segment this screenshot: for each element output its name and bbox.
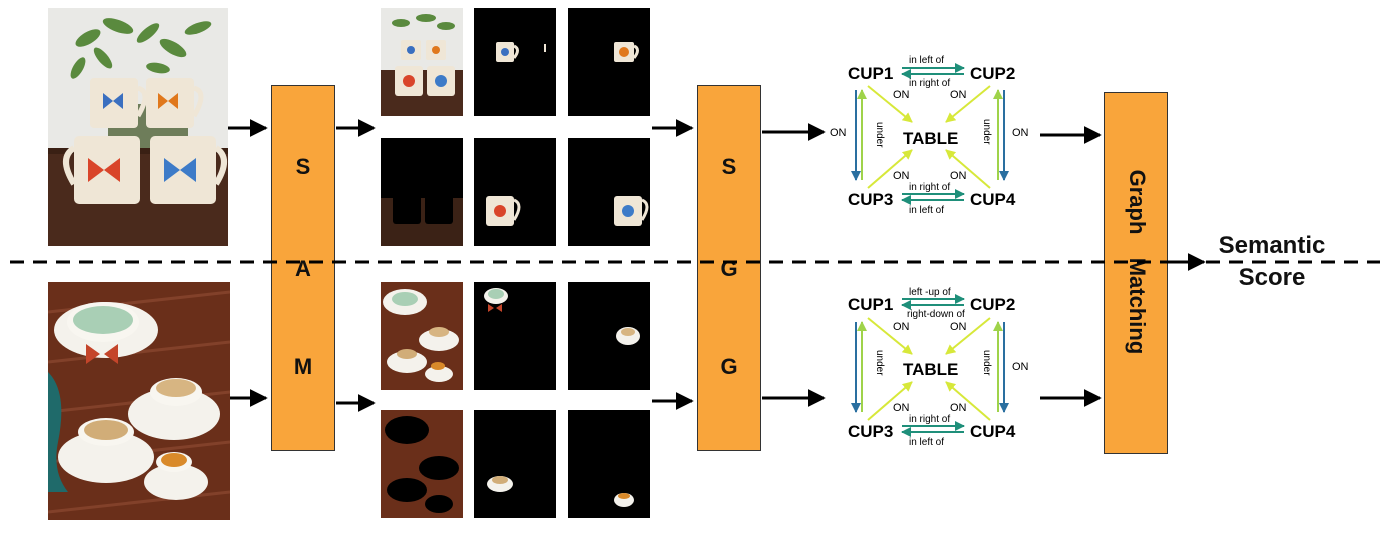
- segment-tile-top-original: [381, 8, 463, 116]
- input-image-top: [48, 8, 228, 246]
- graph-bottom-node-cup1: CUP1: [848, 295, 893, 314]
- graph-top-diag-cup2-table: [945, 85, 991, 123]
- segment-tile-top-mask-cup4: [568, 138, 650, 246]
- graph-bottom-label-bottom-left-of: in left of: [909, 437, 944, 448]
- graph-top-diag-cup3-table: [867, 149, 913, 189]
- graph-top-diag-cup4-table: [945, 149, 991, 189]
- segment-tile-bottom-original: [381, 282, 463, 390]
- graph-bottom-diag-cup1-table: [867, 317, 913, 355]
- graph-top-node-cup3: CUP3: [848, 190, 893, 209]
- semantic-score-line2: Score: [1238, 264, 1306, 291]
- sam-letter-m: M: [293, 354, 313, 379]
- graph-top-label-diag3: ON: [893, 170, 910, 182]
- segment-tile-bottom-mask-cup2: [568, 282, 650, 390]
- graph-bottom-label-diag3: ON: [893, 402, 910, 414]
- semantic-score-label: Semantic Score: [1202, 230, 1342, 294]
- graph-bottom-node-cup4: CUP4: [970, 422, 1016, 441]
- segment-tile-top-mask-table: [381, 138, 463, 246]
- graph-top-node-table: TABLE: [903, 129, 958, 148]
- sam-block: S A M: [271, 85, 335, 451]
- graph-matching-block: Graph Matching: [1104, 92, 1168, 454]
- input-image-bottom: [48, 282, 230, 520]
- graph-top-diag-cup1-table: [867, 85, 913, 123]
- graph-top-incoming-on: ON: [830, 127, 847, 139]
- segment-tile-bottom-mask-cup4: [568, 410, 650, 518]
- graph-top-label-left-of: in left of: [909, 55, 944, 66]
- sgg-letter-s: S: [721, 154, 737, 179]
- graph-top-label-bottom-left-of: in left of: [909, 205, 944, 216]
- graph-top-label-side-on: ON: [1012, 127, 1029, 139]
- graph-bottom-label-diag2: ON: [950, 321, 967, 333]
- segment-tile-bottom-mask-cup3: [474, 410, 556, 518]
- graph-top-node-cup1: CUP1: [848, 64, 893, 83]
- graph-top-label-right-of: in right of: [909, 78, 950, 89]
- segment-tile-bottom-mask-cup1: [474, 282, 556, 390]
- graph-bottom-node-cup2: CUP2: [970, 295, 1015, 314]
- graph-bottom-node-table: TABLE: [903, 360, 958, 379]
- graph-bottom-label-diag4: ON: [950, 402, 967, 414]
- segment-tile-bottom-mask-table: [381, 410, 463, 518]
- sam-letter-s: S: [295, 154, 311, 179]
- graph-bottom-label-right-down-of: right-down of: [907, 309, 965, 320]
- graph-top-node-cup2: CUP2: [970, 64, 1015, 83]
- scene-graph-top: ON CUP1 CUP2 CUP3 CUP4 TABLE in left of …: [830, 55, 1029, 216]
- graph-bottom-diag-cup2-table: [945, 317, 991, 355]
- semantic-score-line1: Semantic: [1218, 232, 1326, 259]
- graph-bottom-label-left-up-of: left -up of: [909, 287, 951, 298]
- graph-top-label-diag2: ON: [950, 89, 967, 101]
- segment-tile-top-mask-cup1: [474, 8, 556, 116]
- graph-top-label-left-under: under: [874, 122, 885, 148]
- graph-top-label-right-under: under: [981, 119, 992, 145]
- segment-tile-top-mask-cup2: [568, 8, 650, 116]
- sgg-block: S G G: [697, 85, 761, 451]
- graph-bottom-diag-cup4-table: [945, 381, 991, 421]
- graph-bottom-label-diag1: ON: [893, 321, 910, 333]
- graph-top-label-diag1: ON: [893, 89, 910, 101]
- scene-graph-bottom: CUP1 CUP2 CUP3 CUP4 TABLE left -up of ri…: [848, 287, 1029, 448]
- graph-top-label-bottom-right-of: in right of: [909, 182, 950, 193]
- graph-bottom-label-side-on: ON: [1012, 361, 1029, 373]
- graph-bottom-diag-cup3-table: [867, 381, 913, 421]
- graph-top-label-diag4: ON: [950, 170, 967, 182]
- sgg-letter-g2: G: [720, 354, 738, 379]
- graph-bottom-label-left-under: under: [874, 350, 885, 376]
- graph-bottom-label-bottom-right-of: in right of: [909, 414, 950, 425]
- graph-bottom-label-right-under: under: [981, 350, 992, 376]
- segment-tile-top-mask-cup3: [474, 138, 556, 246]
- graph-bottom-node-cup3: CUP3: [848, 422, 893, 441]
- graph-top-node-cup4: CUP4: [970, 190, 1016, 209]
